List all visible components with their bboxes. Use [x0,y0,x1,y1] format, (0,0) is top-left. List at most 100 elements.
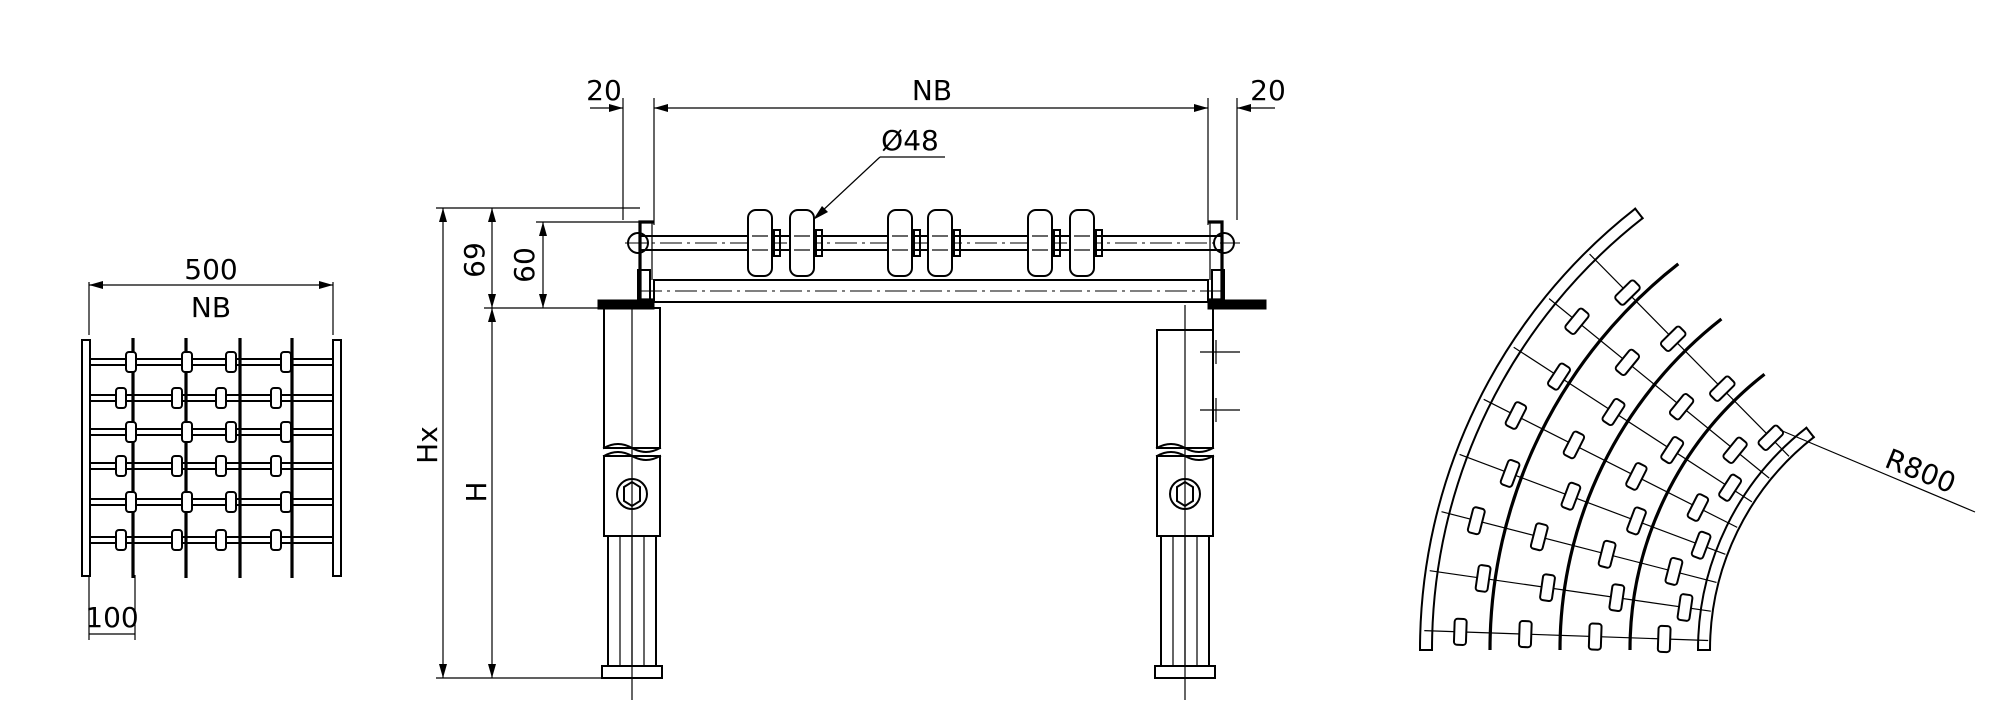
curve-roller [1625,462,1648,491]
grid-roller [125,491,137,513]
roller-diameter-label: Ø48 [881,124,939,157]
curve-roller [1517,620,1533,649]
width-dim-nb: NB [191,291,231,324]
grid-roller [181,491,193,513]
curve-roller [1452,617,1468,646]
grid-roller [115,529,127,551]
curve-roller [1614,279,1641,306]
grid-roller [181,421,193,443]
front-roller [887,209,913,277]
front-section-view: 20 NB 20 Ø48 [411,74,1286,700]
right-offset-20: 20 [1250,74,1286,107]
curve-roller [1614,348,1641,377]
width-dim-500: 500 [184,253,237,286]
pitch-dim-100: 100 [85,601,138,634]
front-roller [1027,209,1053,277]
grid-roller [115,455,127,477]
curve-roller [1709,375,1736,402]
left-plan-view: 500 NB 100 [81,253,342,640]
curve-roller [1587,622,1603,651]
width-dimension: 500 NB [88,253,334,335]
curve-axle [1589,253,1790,457]
grid-roller [225,421,237,443]
left-roller-grid [81,338,342,578]
hx-label: Hx [411,426,444,464]
curve-roller [1718,473,1743,502]
grid-roller [115,387,127,409]
roller-collar [815,229,823,257]
curve-inner-rail [1558,317,1723,651]
roller-collar [773,229,781,257]
curve-roller [1757,424,1785,451]
curve-roller [1608,583,1626,613]
front-roller [927,209,953,277]
curve-roller [1529,522,1549,552]
curve-roller [1686,493,1710,522]
grid-roller [215,387,227,409]
curve-roller [1668,393,1695,421]
curve-inner-rail [1628,372,1766,651]
front-rollers [651,209,1211,280]
curve-inner-rail [1488,262,1680,651]
curve-rails [1418,207,1816,652]
curve-roller [1466,506,1486,536]
roller-collar [1095,229,1103,257]
curve-outer-rail-b [1430,216,1645,652]
top-dimensions: 20 NB 20 [586,74,1286,225]
nb-dim-front: NB [912,74,952,107]
curve-roller [1722,436,1748,464]
grid-roller [125,421,137,443]
front-roller [747,209,773,277]
curve-roller [1560,481,1582,511]
grid-roller [181,351,193,373]
curve-roller [1474,564,1492,593]
roller-collar [953,229,961,257]
curve-roller [1664,556,1684,586]
grid-roller [171,529,183,551]
height-60-label: 60 [508,247,541,283]
curve-roller [1562,430,1586,460]
curve-roller [1626,506,1647,536]
grid-roller [270,387,282,409]
curve-roller [1659,325,1687,352]
front-roller [789,209,815,277]
right-leg [1154,299,1240,700]
curved-conveyor-view: R800 [1418,207,1976,654]
curve-outer-rail-a [1418,207,1637,652]
diameter-leader: Ø48 [813,124,945,220]
grid-roller [225,491,237,513]
curve-inner-edge-b [1708,435,1816,652]
curve-roller [1504,401,1528,430]
grid-roller [280,421,292,443]
curve-inner-edge-a [1696,426,1808,652]
curve-axle [1459,453,1726,555]
curve-roller [1660,436,1685,465]
curve-roller [1547,362,1571,391]
h-label: H [460,481,493,502]
curve-roller [1656,624,1672,654]
grid-roller [280,351,292,373]
curve-roller [1499,458,1521,488]
grid-roller [171,455,183,477]
height-69-label: 69 [458,242,491,278]
grid-roller [215,529,227,551]
grid-roller [215,455,227,477]
pitch-dimension: 100 [85,575,139,640]
roller-collar [1053,229,1061,257]
grid-roller [225,351,237,373]
radius-label: R800 [1881,442,1961,500]
front-roller [1069,209,1095,277]
roller-collar [913,229,921,257]
grid-roller [270,529,282,551]
grid-roller [280,491,292,513]
curve-roller [1601,397,1626,427]
curve-roller [1676,593,1694,622]
curve-roller [1597,539,1617,569]
curve-roller [1564,307,1590,335]
height-dimensions: 69 60 Hx H [411,207,640,679]
left-offset-20: 20 [586,74,622,107]
grid-roller [270,455,282,477]
grid-left-rail [81,339,91,577]
grid-roller [171,387,183,409]
